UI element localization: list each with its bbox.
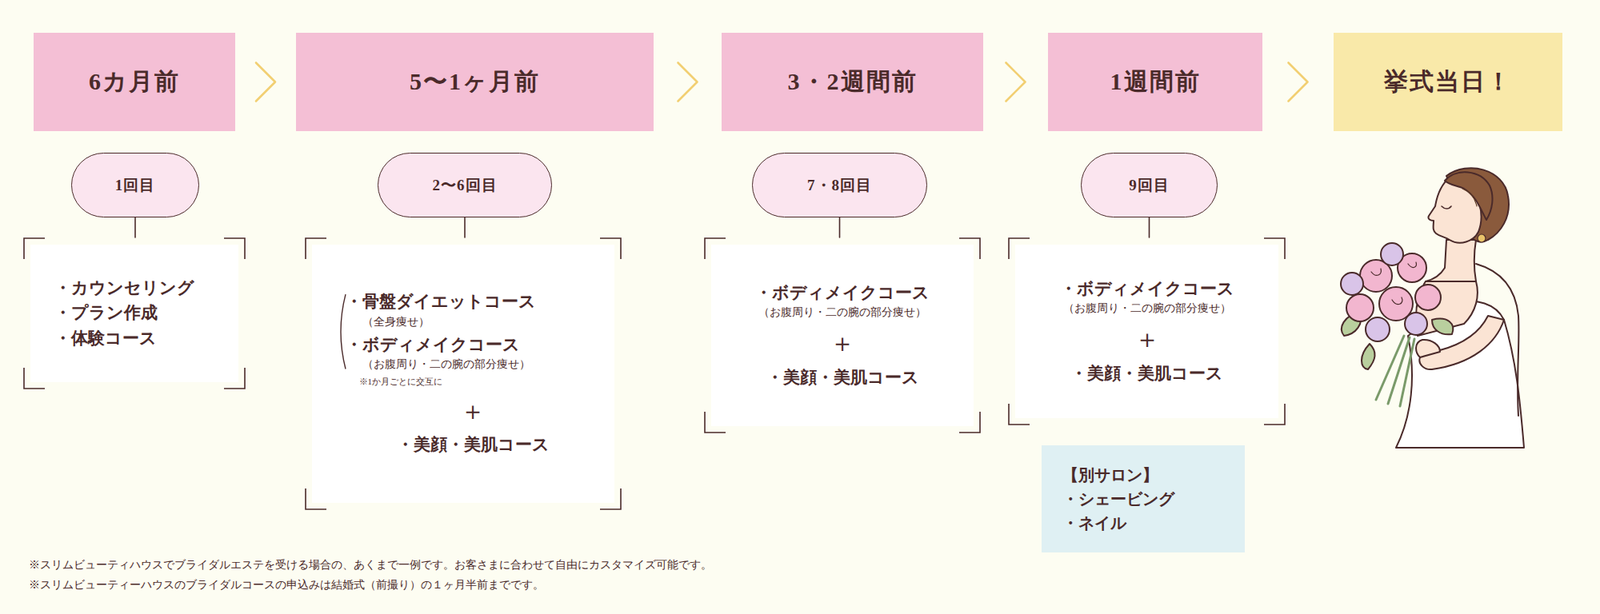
wedding-day-band: 挙式当日！ [1333, 32, 1563, 132]
course-item: ・ネイル [1062, 511, 1127, 536]
sub-text: （お腹周り・二の腕の部分痩せ） [758, 305, 927, 320]
period-band: 6カ月前 [33, 32, 236, 132]
bracket-corner [600, 238, 621, 260]
connector-line [134, 217, 136, 238]
period-band: 1週間前 [1048, 32, 1263, 132]
course-item: ・美顔・美肌コース [766, 365, 920, 392]
bracket-corner [600, 488, 621, 510]
bracket-corner [1008, 238, 1030, 260]
period-band: 5〜1ヶ月前 [296, 32, 654, 132]
bracket-corner [305, 488, 327, 510]
period-band: 3・2週間前 [721, 32, 984, 132]
bracket-corner [224, 368, 245, 389]
bracket-corner [305, 238, 327, 260]
connector-line [464, 217, 466, 238]
bracket-corner [1264, 404, 1285, 425]
period-label: 5〜1ヶ月前 [409, 65, 540, 99]
course-item: ・体験コース [54, 326, 157, 352]
bracket-corner [224, 238, 245, 260]
bracket-corner [959, 412, 980, 433]
course-item: ・プラン作成 [54, 300, 158, 327]
session-label: 7・8回目 [807, 175, 872, 196]
course-item: ・シェービング [1062, 487, 1175, 512]
course-box: ・カウンセリング・プラン作成・体験コース [30, 244, 239, 383]
bracket-corner [704, 238, 726, 260]
bracket-corner [1008, 404, 1030, 425]
period-label: 1週間前 [1110, 65, 1201, 99]
connector-line [1148, 217, 1151, 238]
plus-sign: ＋ [1134, 324, 1160, 355]
course-item: ・カウンセリング [54, 276, 195, 302]
session-pill: 1回目 [71, 152, 200, 218]
bracket-corner [24, 238, 45, 260]
course-box: ・ボディメイクコース（お腹周り・二の腕の部分痩せ） ＋ ・美顔・美肌コース [711, 244, 974, 427]
course-item: 【別サロン】 [1062, 463, 1159, 488]
bracket-corner [1264, 238, 1285, 260]
plus-sign: ＋ [460, 396, 486, 427]
course-box: ・ボディメイクコース（お腹周り・二の腕の部分痩せ） ＋ ・美顔・美肌コース [1015, 244, 1279, 419]
bracket-corner [24, 368, 45, 389]
bride-illustration [1340, 168, 1524, 448]
footnote: ※スリムビューティハウスでブライダルエステを受ける場合の、あくまで一例です。お客… [28, 558, 712, 573]
sub-text: （全身痩せ） [345, 315, 430, 330]
group-paren [340, 294, 346, 369]
course-item: ・美顔・美肌コース [1070, 361, 1224, 388]
footnote: ※スリムビューティーハウスのブライダルコースの申込みは結婚式（前撮り）の１ヶ月半… [28, 578, 544, 593]
session-label: 9回目 [1128, 175, 1170, 196]
session-label: 1回目 [115, 175, 156, 196]
other-salon-box: 【別サロン】・シェービング・ネイル [1041, 445, 1245, 553]
chevron-arrow [678, 63, 698, 102]
session-pill: 2〜6回目 [377, 152, 552, 218]
chevron-arrow [256, 63, 276, 102]
course-item: ・ボディメイクコース [345, 332, 520, 359]
chevron-arrow [1006, 63, 1026, 102]
plus-sign: ＋ [829, 328, 856, 359]
bracket-corner [959, 238, 980, 260]
period-label: 6カ月前 [88, 65, 180, 99]
course-item: ・ボディメイクコース [1060, 276, 1235, 303]
period-label: 挙式当日！ [1384, 65, 1512, 99]
period-label: 3・2週間前 [788, 65, 918, 99]
session-pill: 7・8回目 [752, 152, 928, 218]
note-text: ※1か月ごとに交互に [345, 376, 443, 388]
sub-text: （お腹周り・二の腕の部分痩せ） [1063, 301, 1232, 316]
corner-brackets [312, 244, 615, 504]
course-item: ・美顔・美肌コース [396, 432, 550, 459]
course-item: ・骨盤ダイエットコース [345, 289, 536, 316]
course-box: ・骨盤ダイエットコース（全身痩せ） ・ボディメイクコース（お腹周り・二の腕の部分痩… [312, 244, 615, 504]
session-pill: 9回目 [1080, 152, 1218, 218]
sub-text: （お腹周り・二の腕の部分痩せ） [345, 357, 531, 372]
bracket-corner [704, 412, 726, 433]
course-item: ・ボディメイクコース [755, 280, 930, 307]
session-label: 2〜6回目 [432, 175, 498, 196]
connector-line [839, 217, 841, 238]
chevron-arrow [1288, 63, 1308, 102]
